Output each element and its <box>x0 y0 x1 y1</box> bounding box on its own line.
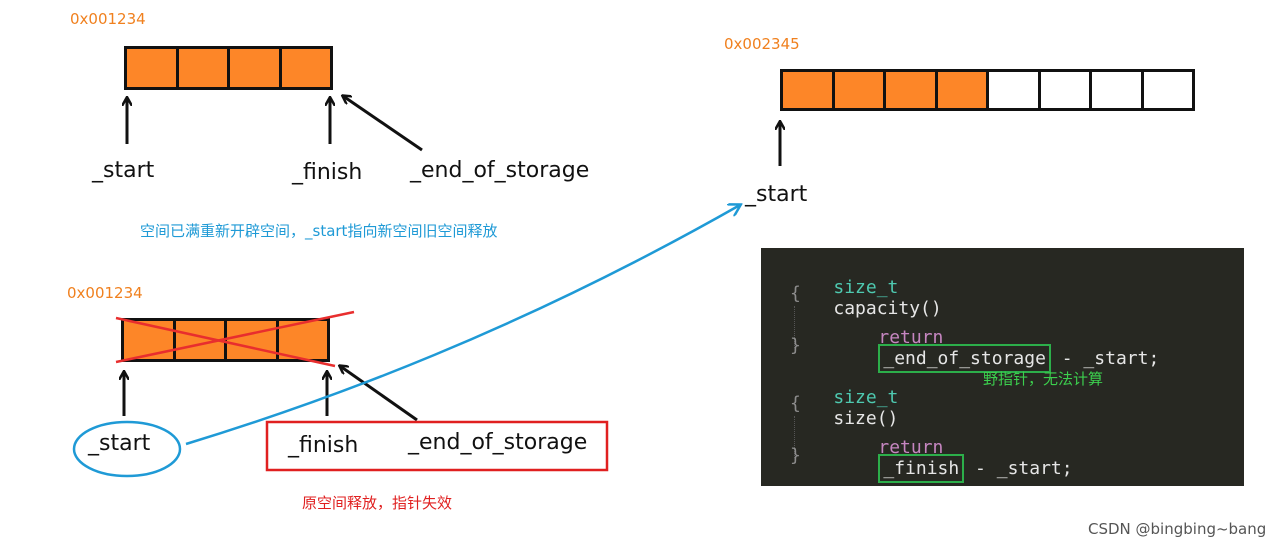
top-left-finish-label: _finish <box>292 160 363 185</box>
array-cell-filled <box>886 72 938 108</box>
indent-guide <box>794 416 795 458</box>
array-cell-empty <box>989 72 1041 108</box>
array-cell-filled <box>937 72 989 108</box>
capacity-return-type: size_t <box>833 277 899 298</box>
bottom-left-address: 0x001234 <box>67 284 143 302</box>
bottom-left-finish-label: _finish <box>288 433 359 458</box>
bottom-end-arrow <box>340 366 418 422</box>
array-cell-empty <box>1143 72 1192 108</box>
array-cell-filled <box>178 49 230 87</box>
capacity-return-keyword: return <box>878 327 944 348</box>
released-note: 原空间释放，指针失效 <box>302 494 453 512</box>
capacity-member-highlight: _end_of_storage <box>878 344 1051 373</box>
size-return-type: size_t <box>833 387 899 408</box>
watermark: CSDN @bingbing~bang <box>1088 520 1267 538</box>
reallocation-note: 空间已满重新开辟空间，_start指向新空间旧空间释放 <box>140 222 498 240</box>
top-left-address: 0x001234 <box>70 10 146 28</box>
array-cell-filled <box>230 49 282 87</box>
array-cell-filled <box>127 49 179 87</box>
size-open-brace: { <box>790 393 801 414</box>
indent-guide <box>794 306 795 348</box>
capacity-function-name: capacity() <box>833 298 942 319</box>
size-signature: size_t size() <box>790 366 898 450</box>
array-cell-filled <box>783 72 835 108</box>
wild-pointer-note: 野指针，无法计算 <box>983 370 1104 388</box>
array-cell-filled <box>124 321 176 359</box>
size-member-highlight: _finish <box>878 454 965 483</box>
size-function-name: size() <box>833 408 899 429</box>
size-expression-rest: - _start; <box>964 458 1073 479</box>
bottom-left-start-label: _start <box>88 431 151 456</box>
array-cell-filled <box>834 72 886 108</box>
size-return-keyword: return <box>878 437 944 458</box>
capacity-return-line: return _end_of_storage - _start; <box>835 306 1159 390</box>
cross-line-2 <box>115 310 355 364</box>
array-cell-empty <box>1040 72 1092 108</box>
top-right-start-label: _start <box>745 182 808 207</box>
capacity-signature: size_t capacity() <box>790 256 942 340</box>
top-left-end-label: _end_of_storage <box>410 158 590 183</box>
released-pointers-box <box>265 420 609 472</box>
top-right-array <box>780 69 1195 111</box>
size-close-brace: } <box>790 445 801 466</box>
top-right-address: 0x002345 <box>724 35 800 53</box>
array-cell-empty <box>1092 72 1144 108</box>
top-end-arrow <box>343 96 423 152</box>
bottom-left-end-label: _end_of_storage <box>408 430 588 455</box>
capacity-expression-rest: - _start; <box>1050 348 1160 369</box>
top-left-array <box>124 46 333 90</box>
reassign-start-arrow <box>185 205 740 446</box>
code-panel: size_t capacity() { return _end_of_stora… <box>761 248 1244 486</box>
bottom-left-array <box>121 318 330 362</box>
size-return-line: return _finish - _start; <box>835 416 1073 500</box>
top-left-start-label: _start <box>92 158 155 183</box>
capacity-close-brace: } <box>790 335 801 356</box>
capacity-open-brace: { <box>790 283 801 304</box>
cross-line-1 <box>115 316 336 368</box>
start-highlight-ellipse <box>72 420 182 478</box>
array-cell-filled <box>281 49 330 87</box>
